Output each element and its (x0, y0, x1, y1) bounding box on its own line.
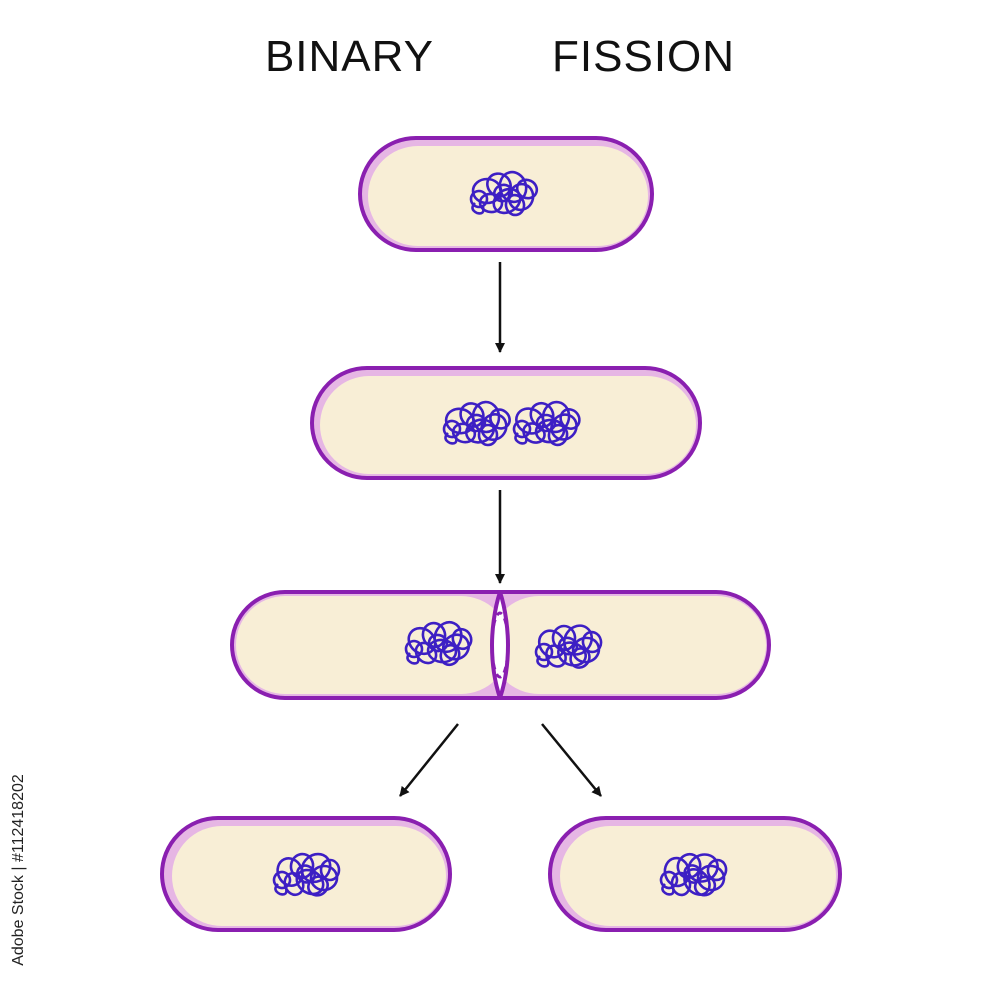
dna-strand-tail (536, 655, 550, 668)
left-half-wall (230, 590, 503, 700)
dna-loop (427, 633, 449, 653)
dna-loop (426, 638, 458, 664)
dna-cluster (534, 624, 603, 669)
dna-cluster (512, 400, 581, 447)
dna-strand-tail (444, 432, 458, 445)
dna-loop (465, 413, 487, 433)
dna-loop (537, 629, 567, 659)
dna-loop (504, 193, 526, 217)
dna-strand-tail (274, 883, 288, 896)
dna-loop (562, 624, 594, 656)
stock-image-id: Adobe Stock | #112418202 (4, 765, 34, 975)
septum-ring (490, 611, 510, 679)
dna-loop (659, 870, 679, 890)
dna-strand-tail (514, 432, 528, 445)
dna-loop (478, 192, 504, 214)
dna-loop (534, 642, 554, 662)
dna-strand-tail (661, 883, 675, 896)
dna-loop (272, 870, 292, 890)
dna-loop (706, 858, 728, 882)
dna-loop (404, 639, 424, 659)
daughter-cell-left (160, 816, 452, 932)
dna-loop (529, 401, 555, 429)
stock-image-id-text: Adobe Stock | #112418202 (10, 774, 28, 966)
dna-loop (296, 864, 316, 884)
parent-cell (358, 136, 654, 252)
dna-loop (683, 864, 703, 884)
dna-loop (557, 636, 579, 656)
dna-cluster (404, 620, 473, 667)
dna-loop (459, 402, 485, 428)
arrow-diagonal-left (399, 723, 459, 797)
dna-loop (547, 423, 569, 447)
dna-cluster (272, 852, 341, 897)
dna-strand-tail (406, 652, 420, 665)
dna-loop (319, 858, 341, 882)
dna-loop (550, 413, 578, 441)
dna-loop (451, 627, 473, 651)
dividing-cell (230, 590, 771, 700)
dna-strand-tail (471, 202, 485, 215)
dna-cluster (469, 170, 539, 217)
dna-cluster (442, 400, 511, 447)
arrow-diagonal-right (541, 723, 602, 797)
dna-loop (442, 419, 462, 439)
dna-loop (535, 413, 557, 433)
dna-loop (492, 183, 514, 203)
dna-loop (489, 408, 511, 430)
diagram-title: BINARY FISSION (264, 32, 736, 81)
dna-cluster (659, 852, 728, 897)
dna-loop (512, 419, 532, 439)
dna-loop (441, 633, 471, 661)
dna-loop (581, 630, 603, 654)
dna-loop (515, 178, 539, 200)
dna-loop (477, 423, 499, 447)
dna-loop (414, 641, 438, 665)
dna-loop (559, 408, 581, 430)
daughter-cell-right (548, 816, 842, 932)
replicated-dna-cell (310, 366, 702, 480)
